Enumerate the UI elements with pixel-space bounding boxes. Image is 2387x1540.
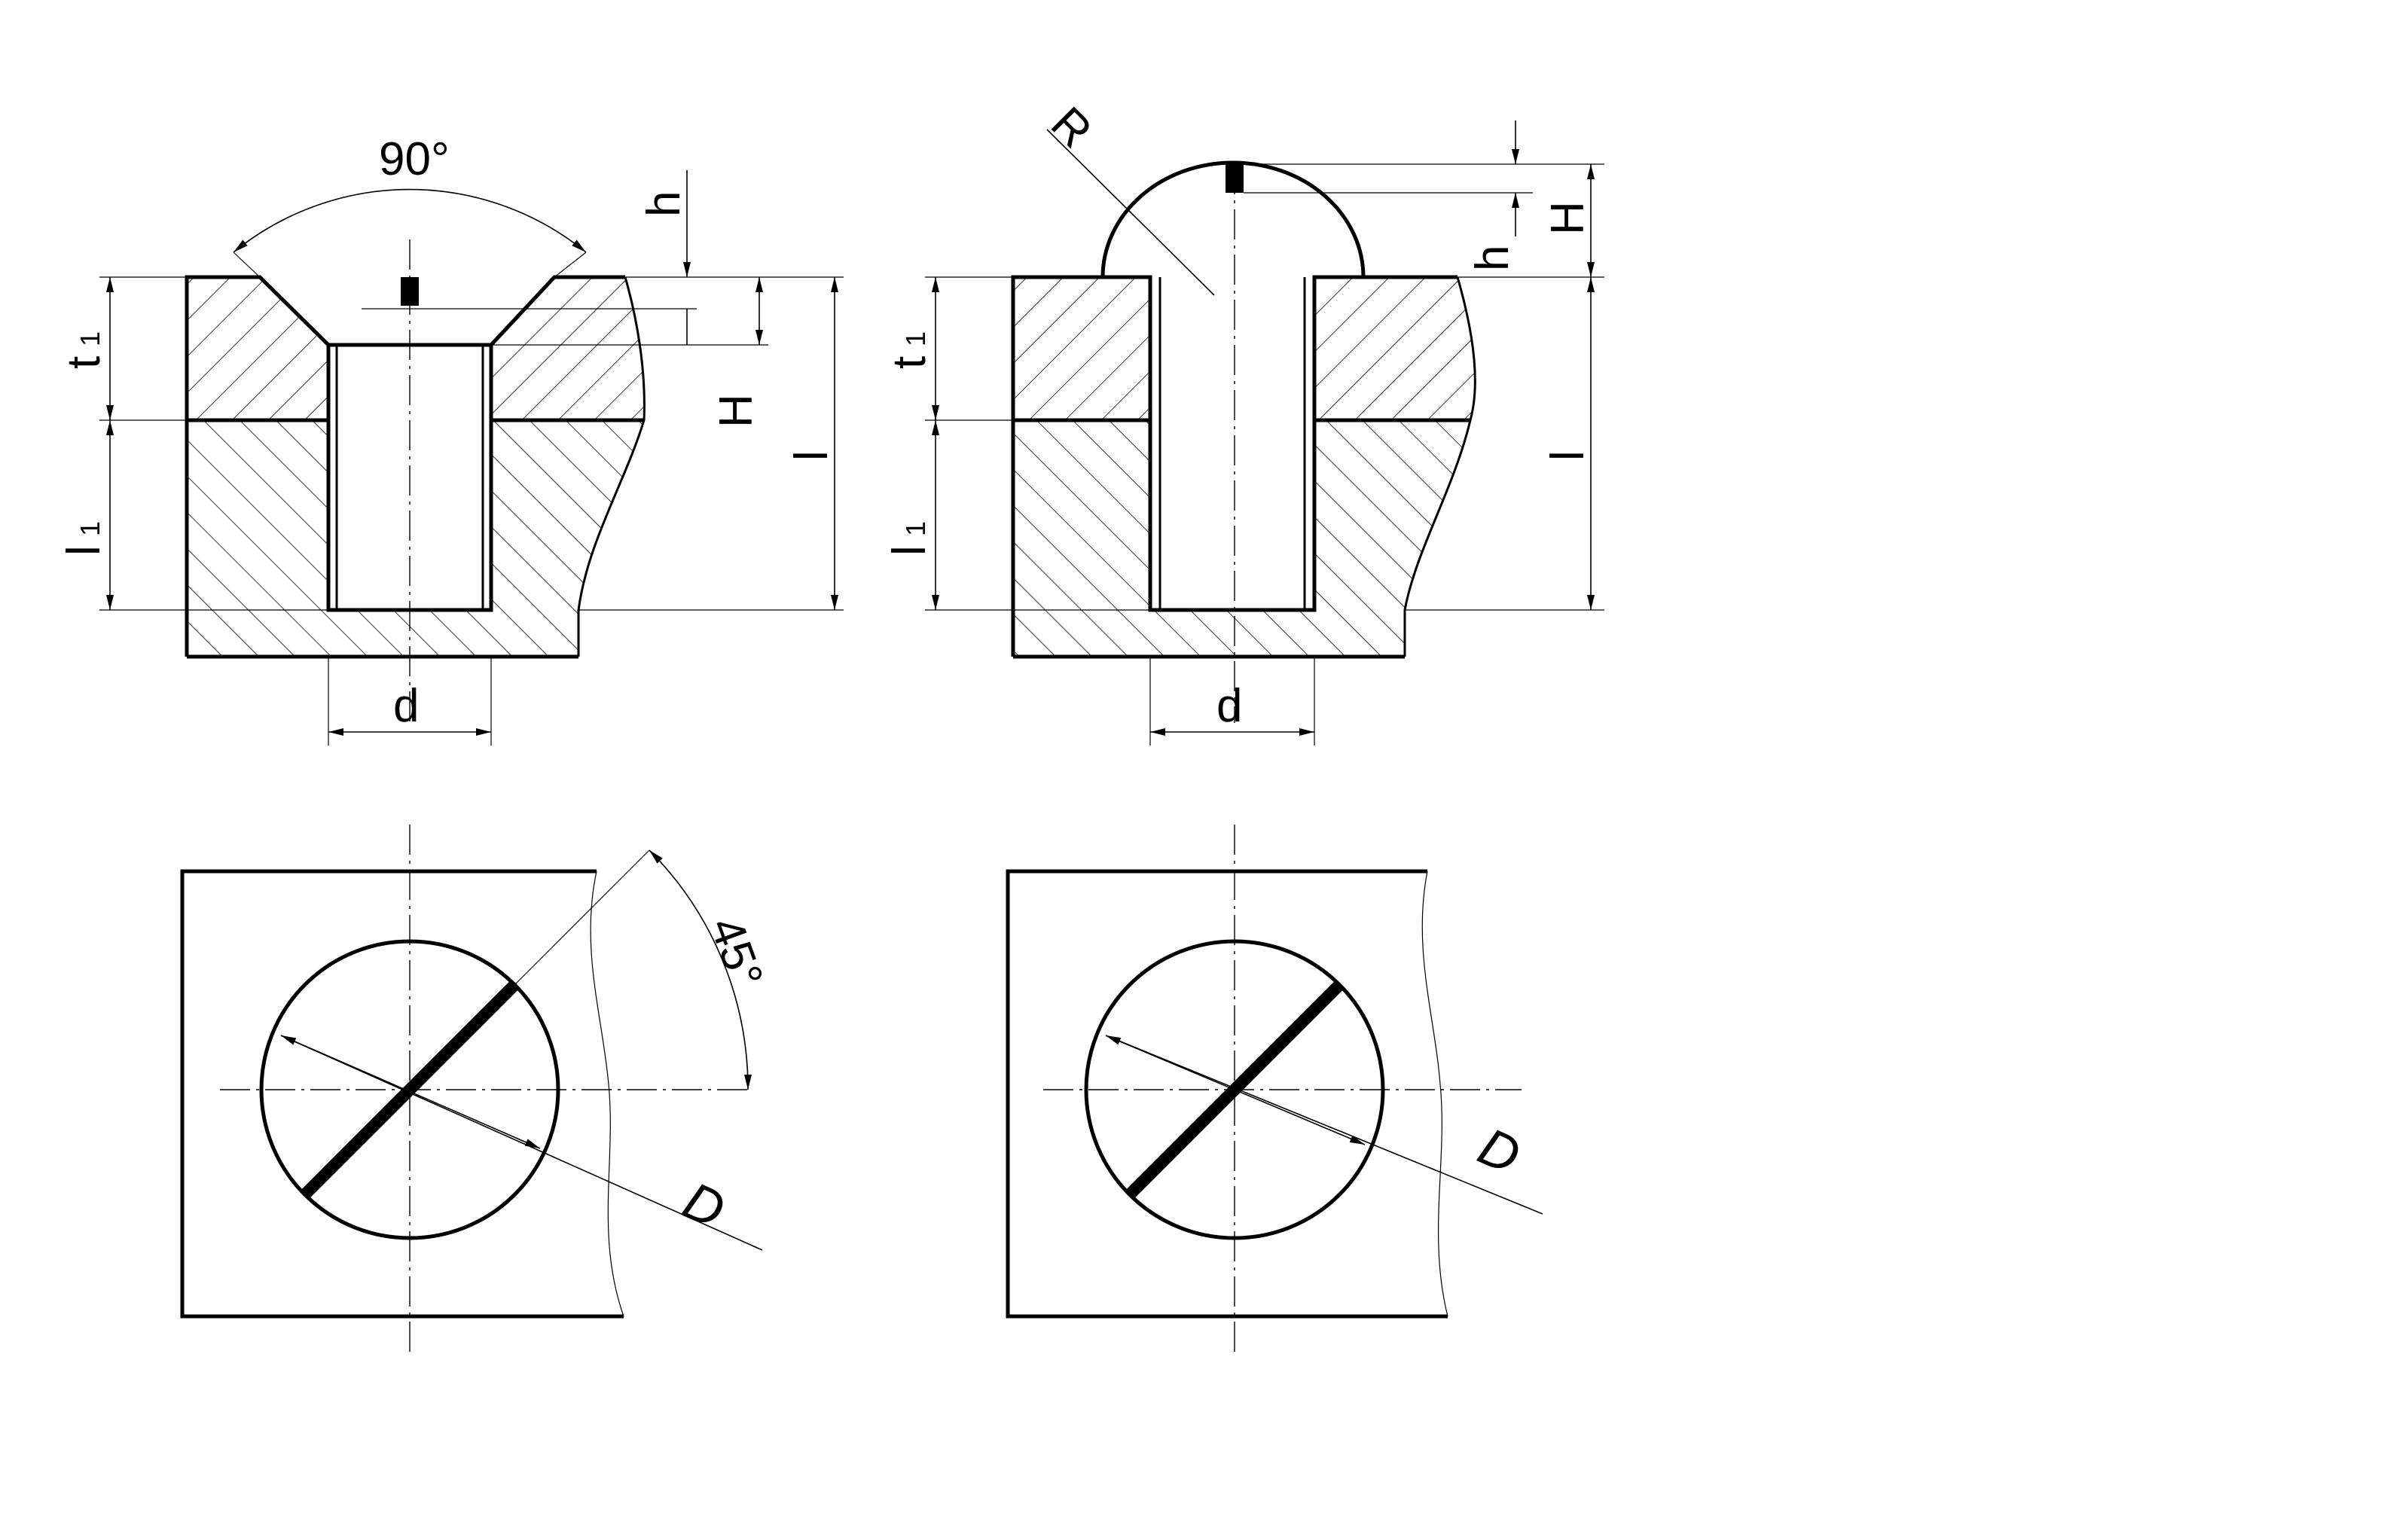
plan-view-1: 45° D [180,825,773,1356]
l1-label-2: l [884,545,936,556]
upper-layer-hatch-2l [1013,277,1150,420]
l1-sub-2: 1 [900,521,931,536]
upper-layer-hatch [187,277,328,420]
countersunk-section-view: 90° h H l t 1 l 1 d [58,133,844,746]
angle-90-label: 90° [379,133,450,185]
upper-layer-hatch-right [491,277,645,420]
l1-label-1: l [58,545,110,556]
l-label-2: l [1542,450,1594,461]
t1-label-1: t [58,356,110,369]
h-label-2: h [1467,245,1519,271]
H-label-2: H [1542,201,1594,235]
d-label-1: d [393,680,419,732]
plan-view-2: D [1006,825,1543,1356]
lower-layer-hatch-2 [1013,420,1470,657]
l-label-1: l [786,450,838,461]
lower-layer-hatch [187,420,644,657]
D-label-1: D [675,1170,734,1240]
R-label: R [1041,97,1101,157]
d-label-2: d [1216,680,1242,732]
roundhead-section-view: R h H l t 1 l 1 d [884,97,1604,746]
h-label-1: h [638,191,690,217]
l1-sub-1: 1 [75,521,105,536]
D-label-2: D [1470,1116,1529,1185]
t1-sub-2: 1 [900,331,931,346]
H-label-1: H [710,394,762,428]
round-head-arc [1100,160,1366,278]
angle-45-label: 45° [700,910,773,995]
t1-label-2: t [884,356,936,369]
t1-sub-1: 1 [75,331,105,346]
upper-layer-hatch-2r [1314,277,1476,420]
